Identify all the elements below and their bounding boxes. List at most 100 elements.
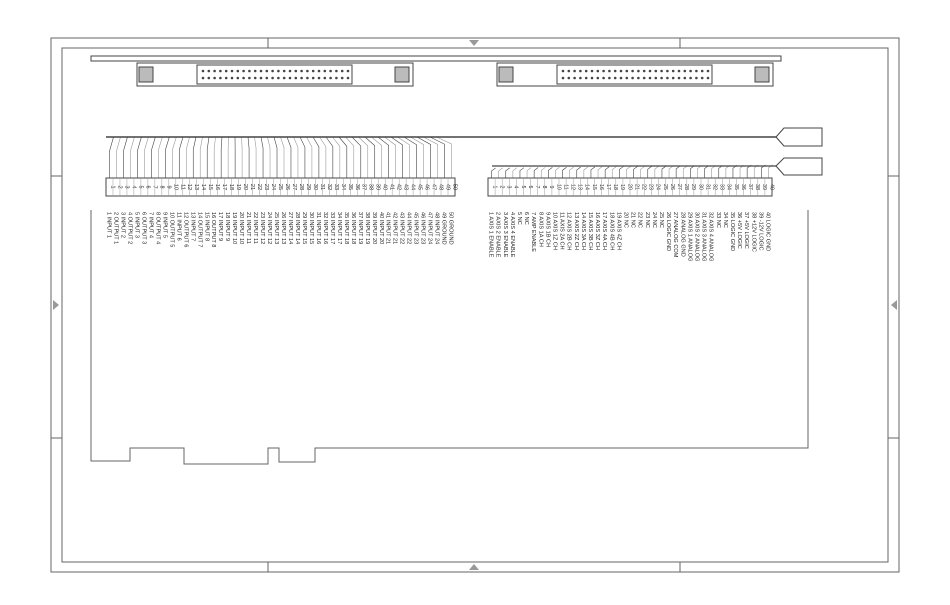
pin-signal-label: 49 GROUND (441, 212, 447, 245)
connector-hole (631, 76, 634, 80)
ribbon-wire (299, 136, 306, 178)
pin-signal-label: 13 AXIS 2Z CH (573, 212, 579, 250)
pin-number: 38 (368, 184, 374, 190)
pin-number: 19 (619, 184, 625, 190)
ribbon-wire (555, 167, 560, 178)
pin-number: 28 (298, 184, 304, 190)
connector-hole (201, 76, 205, 80)
ribbon-wire (306, 136, 313, 178)
pin-number: 4 (130, 185, 136, 188)
pin-number: 26 (669, 184, 675, 190)
ribbon-wire (364, 136, 376, 178)
pin-signal-label: 15 AXIS 3B CH (587, 212, 593, 250)
connector-hole (648, 69, 652, 73)
pcb-edge (90, 210, 809, 465)
pin-signal-label: 24 INPUT 12 (266, 212, 272, 244)
connector-hole (584, 69, 588, 73)
connector-hole (346, 69, 350, 73)
pin-number: 29 (305, 184, 311, 190)
connector-hole (282, 76, 286, 80)
pin-signal-label: 11 INPUT 6 (175, 212, 181, 241)
pin-number: 12 (186, 184, 192, 190)
ribbon-wire (345, 136, 355, 178)
ribbon-wire (254, 136, 257, 178)
connector-hole (329, 69, 332, 73)
pin-number: 16 (598, 184, 604, 190)
connector-body (556, 64, 713, 85)
pin-number: 31 (319, 184, 325, 190)
pin-signal-label: 46 INPUT 23 (420, 212, 426, 244)
pin-number: 40 (768, 184, 774, 190)
connector-hole (259, 69, 263, 73)
ribbon-wire (611, 166, 617, 178)
pin-signal-label: 16 AXIS 3Z CH (594, 212, 600, 250)
ribbon-wire (123, 136, 128, 178)
connector-hole (677, 69, 681, 73)
connector-hole (567, 69, 571, 73)
pin-signal-label: 37 INPUT 19 (357, 212, 363, 244)
pin-signal-label: 25 NC (658, 212, 664, 228)
pin-signal-label: 2 OUTPUT 1 (113, 212, 119, 244)
connector-hole (579, 69, 582, 73)
pin-signal-label: 5 NC (516, 212, 522, 225)
pin-signal-label: 39 -12V LOGIC (757, 212, 763, 251)
ribbon-wire (491, 167, 496, 178)
center-mark-top (469, 40, 479, 46)
ribbon-cable-b (491, 157, 823, 178)
latch-right (754, 66, 770, 83)
ribbon-wire (273, 136, 278, 178)
pin-number: 11 (179, 184, 185, 190)
connector-hole (282, 69, 286, 73)
pin-signal-label: 11 AXIS 2A CH (559, 212, 565, 250)
connector-hole (340, 69, 344, 73)
pin-number: 18 (228, 184, 234, 190)
connector-body (196, 64, 353, 85)
pin-number: 36 (354, 184, 360, 190)
connector-hole (608, 69, 611, 73)
ribbon-wire (403, 136, 417, 178)
connector-hole (277, 76, 280, 80)
connector-shell (136, 62, 414, 87)
pin-number: 6 (144, 185, 150, 188)
pin-signal-label: 42 INPUT 21 (392, 212, 398, 244)
connector-hole (230, 69, 234, 73)
pin-number: 14 (200, 184, 206, 190)
ribbon-wire (137, 136, 142, 178)
pin-number: 43 (403, 184, 409, 190)
pin-number: 35 (733, 184, 739, 190)
connector-hole (248, 76, 251, 80)
pin-number: 22 (256, 184, 262, 190)
connector-hole (596, 69, 600, 73)
connector-hole (695, 76, 698, 80)
pin-number: 17 (221, 184, 227, 190)
ribbon-wire (384, 136, 396, 178)
pin-signal-label: 37 +5V LOGIC (743, 212, 749, 249)
pin-number: 2 (499, 186, 505, 189)
pin-signal-label: 21 NC (630, 212, 636, 228)
connector-hole (642, 76, 646, 80)
ribbon-wire (397, 136, 410, 178)
connector-hole (677, 76, 681, 80)
pin-number: 50 (451, 184, 457, 190)
pin-number: 40 (382, 184, 388, 190)
pin-signal-label: 16 OUTPUT 8 (210, 212, 216, 247)
drawing-frame (50, 37, 900, 573)
pin-signal-label: 36 +5V LOGIC (736, 212, 742, 249)
pin-number: 10 (172, 184, 178, 190)
ribbon-wire (604, 166, 610, 178)
pin-signal-label: 20 INPUT 10 (238, 212, 244, 244)
connector-hole (579, 76, 582, 80)
ribbon-wire (739, 164, 745, 178)
ribbon-wire (192, 136, 197, 178)
pin-signal-label: 2 AXIS 2 ENABLE (495, 212, 501, 258)
ribbon-wire (583, 166, 589, 178)
connector-hole (631, 69, 634, 73)
connector-hole (683, 76, 687, 80)
connector-hole (207, 69, 211, 73)
ribbon-wire (338, 136, 348, 178)
connector-hole (259, 76, 263, 80)
connector-hole (300, 76, 303, 80)
connector-hole (271, 76, 274, 80)
latch-right (394, 66, 410, 83)
